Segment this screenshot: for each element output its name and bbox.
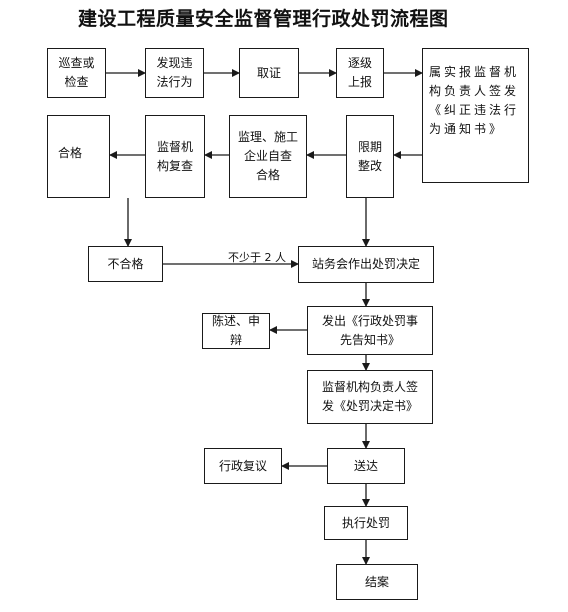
node-deliver: 送达 [327, 448, 405, 484]
node-issue-notice: 发出《行政处罚事 先告知书》 [307, 306, 433, 355]
node-review: 行政复议 [204, 448, 282, 484]
node-sign-decision: 监督机构负责人签 发《处罚决定书》 [307, 370, 433, 424]
node-patrol: 巡查或 检查 [47, 48, 106, 98]
node-recheck: 监督机 构复查 [145, 115, 205, 198]
node-discover: 发现违 法行为 [145, 48, 204, 98]
node-pass: 合格 [47, 115, 110, 198]
node-execute: 执行处罚 [324, 506, 408, 540]
node-close: 结案 [336, 564, 418, 600]
page-title: 建设工程质量安全监督管理行政处罚流程图 [78, 8, 449, 30]
edge-label-min-people: 不少于 2 人 [228, 251, 286, 264]
node-belong-report: 属实报监督机 构负责人签发 《纠正违法行 为通知书》 [422, 48, 529, 183]
node-statement: 陈述、申辩 [202, 313, 270, 349]
node-fail: 不合格 [88, 246, 163, 282]
node-evidence: 取证 [239, 48, 299, 98]
node-report-up: 逐级 上报 [336, 48, 384, 98]
node-rectify: 限期 整改 [346, 115, 394, 198]
node-station-decision: 站务会作出处罚决定 [298, 246, 434, 283]
node-self-check: 监理、施工 企业自查 合格 [229, 115, 307, 198]
